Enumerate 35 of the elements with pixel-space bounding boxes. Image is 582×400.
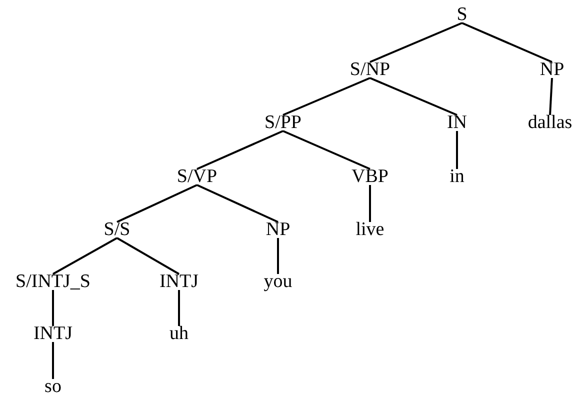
tree-branch [456,131,458,169]
tree-node-label: uh [168,324,190,344]
tree-node-label: NP [264,220,292,240]
tree-node-label: S/VP [176,167,218,187]
tree-branch [277,238,279,274]
tree-node-label: in [448,167,466,187]
tree-branch [369,185,371,222]
tree-branch [52,342,54,379]
tree-node-label: NP [538,60,566,80]
tree-node-label: INTJ [32,324,74,344]
tree-branch [549,78,553,116]
tree-branch [462,22,552,63]
tree-node-label: S/S [102,220,132,240]
tree-branch [52,237,118,275]
tree-node-label: live [354,220,386,240]
tree-node-label: so [44,377,62,397]
tree-branch [52,290,54,326]
tree-node-label: IN [446,113,468,133]
tree-node-label: S [456,5,468,25]
tree-branch [282,77,370,116]
tree-node-label: S/NP [348,60,392,80]
tree-branch [370,22,462,63]
tree-node-label: VBP [350,167,390,187]
tree-node-label: INTJ [158,272,200,292]
tree-node-label: dallas [526,113,574,133]
tree-branch [116,237,180,275]
tree-branch [370,77,458,116]
tree-branch [116,184,198,223]
tree-branch [196,184,278,223]
tree-node-label: S/PP [264,113,302,133]
tree-node-label: S/INTJ_S [14,272,92,292]
tree-node-label: you [262,272,294,292]
tree-branch [178,290,180,326]
tree-branch [196,130,284,170]
tree-branch [282,130,370,170]
